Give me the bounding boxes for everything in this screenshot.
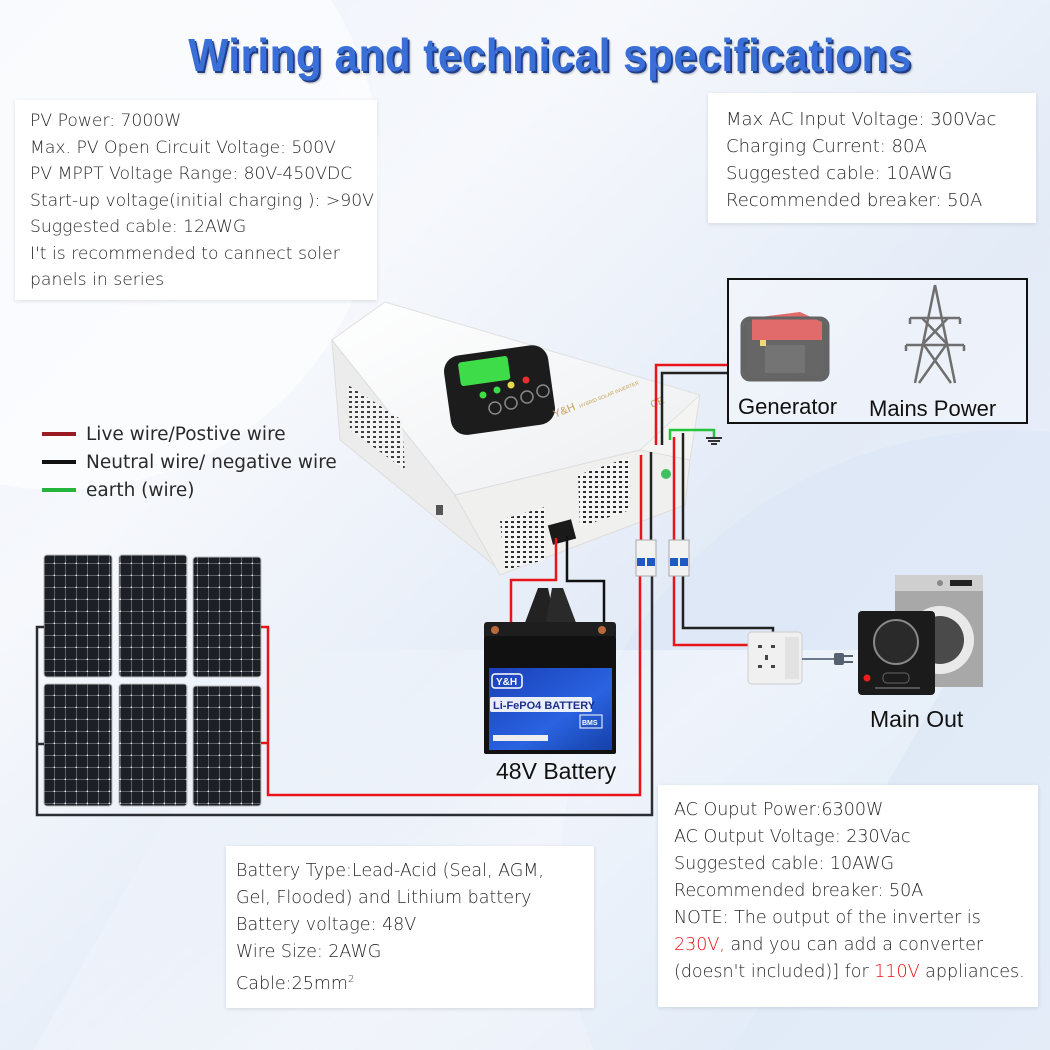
legend-item-live: Live wire/Postive wire (42, 420, 337, 448)
spec-line: Wire Size: 2AWG (236, 942, 382, 962)
spec-line: Battery Type:Lead-Acid (Seal, AGM, (236, 861, 544, 881)
spec-line: Gel, Flooded) and Lithium battery (236, 888, 532, 908)
spec-line: AC Output Voltage: 230Vac (674, 827, 911, 847)
legend-label: Neutral wire/ negative wire (86, 451, 337, 473)
solar-panel (118, 683, 188, 807)
spec-line: Max. PV Open Circuit Voltage: 500V (30, 137, 336, 158)
battery-illustration: Y&H Li-FePO4 BATTERY BMS (484, 588, 616, 754)
wire-legend: Live wire/Postive wire Neutral wire/ neg… (42, 420, 337, 504)
ac-output-specs-box: AC Ouput Power:6300W AC Output Voltage: … (658, 785, 1038, 1007)
spec-line: Charging Current: 80A (726, 136, 927, 157)
ground-icon (706, 437, 722, 445)
battery-brand: Y&H (496, 677, 517, 688)
legend-item-neutral: Neutral wire/ negative wire (42, 448, 337, 476)
legend-label: Live wire/Postive wire (86, 423, 286, 445)
battery-type-label: Li-FePO4 BATTERY (493, 700, 596, 712)
battery-bms-label: BMS (582, 720, 598, 727)
pv-specs-box: PV Power: 7000W Max. PV Open Circuit Vol… (15, 100, 377, 300)
solar-panel (43, 683, 113, 807)
spec-line: Recommended breaker: 50A (674, 881, 924, 901)
note-text: (doesn't included)] for (674, 962, 875, 982)
solar-panel (192, 685, 262, 807)
mains-power-label: Mains Power (869, 396, 997, 421)
cable-size-superscript: 2 (347, 974, 355, 985)
battery-caption: 48V Battery (496, 758, 617, 784)
note-text: appliances. (919, 962, 1025, 982)
spec-line: Battery voltage: 48V (236, 915, 417, 935)
note-line: (doesn't included)] for 110V appliances. (674, 959, 1038, 986)
solar-panel (118, 554, 188, 678)
spec-line: panels in series (30, 270, 165, 290)
spec-line-cable: Cable:25mm2 (236, 966, 594, 998)
solar-panel (43, 554, 113, 678)
transmission-tower-icon (904, 284, 966, 384)
solar-panel (192, 556, 262, 678)
ac-input-sources-box: Generator Mains Power (727, 278, 1028, 424)
spec-line: Suggested cable: 10AWG (674, 854, 895, 874)
note-text: and you can add a converter (724, 935, 984, 955)
battery-specs-box: Battery Type:Lead-Acid (Seal, AGM, Gel, … (226, 846, 594, 1008)
live-wire-swatch (42, 432, 76, 436)
generator-label: Generator (738, 394, 838, 419)
spec-line: Start-up voltage(initial charging ): >90… (30, 190, 374, 211)
cable-size: Cable:25mm (236, 973, 348, 994)
circuit-breaker (635, 539, 657, 577)
legend-label: earth (wire) (86, 479, 195, 501)
earth-wire-swatch (42, 488, 76, 492)
spec-line: Recommended breaker: 50A (726, 190, 983, 211)
solar-panel-array (43, 554, 262, 807)
spec-line: PV MPPT Voltage Range: 80V-450VDC (30, 164, 353, 184)
spec-line: PV Power: 7000W (30, 111, 182, 131)
note-line: 230V, and you can add a converter (674, 932, 1038, 959)
page-title: Wiring and technical specifications (188, 29, 912, 81)
spec-line: Suggested cable: 12AWG (30, 217, 247, 237)
note-low-voltage-highlight: 110V (874, 962, 920, 982)
generator-icon (740, 312, 830, 382)
inverter: Y&H HYBRID SOLAR INVERTER CE (331, 301, 701, 576)
circuit-breaker (668, 539, 690, 577)
spec-line: Suggested cable: 10AWG (726, 163, 953, 184)
neutral-wire-swatch (42, 460, 76, 464)
spec-line: Max AC Input Voltage: 300Vac (726, 109, 997, 130)
ac-input-specs-box: Max AC Input Voltage: 300Vac Charging Cu… (708, 93, 1036, 223)
plug-icon (834, 653, 844, 665)
induction-cooker-icon (858, 611, 935, 695)
wall-socket (747, 631, 803, 685)
legend-item-earth: earth (wire) (42, 476, 337, 504)
main-out-caption: Main Out (870, 706, 964, 732)
note-voltage-highlight: 230V, (674, 935, 725, 955)
spec-line: I't is recommended to cannect soler (30, 243, 340, 264)
spec-line: NOTE: The output of the inverter is (674, 908, 981, 928)
spec-line: AC Ouput Power:6300W (674, 800, 884, 820)
